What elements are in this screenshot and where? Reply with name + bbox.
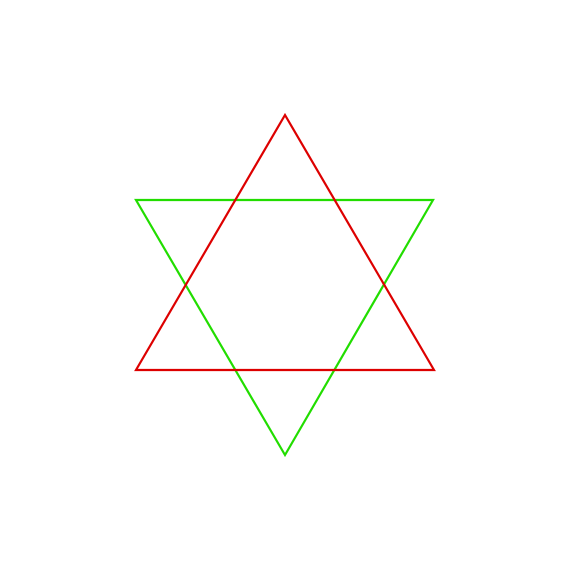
upward-triangle	[134, 112, 436, 372]
downward-triangle	[134, 198, 435, 458]
